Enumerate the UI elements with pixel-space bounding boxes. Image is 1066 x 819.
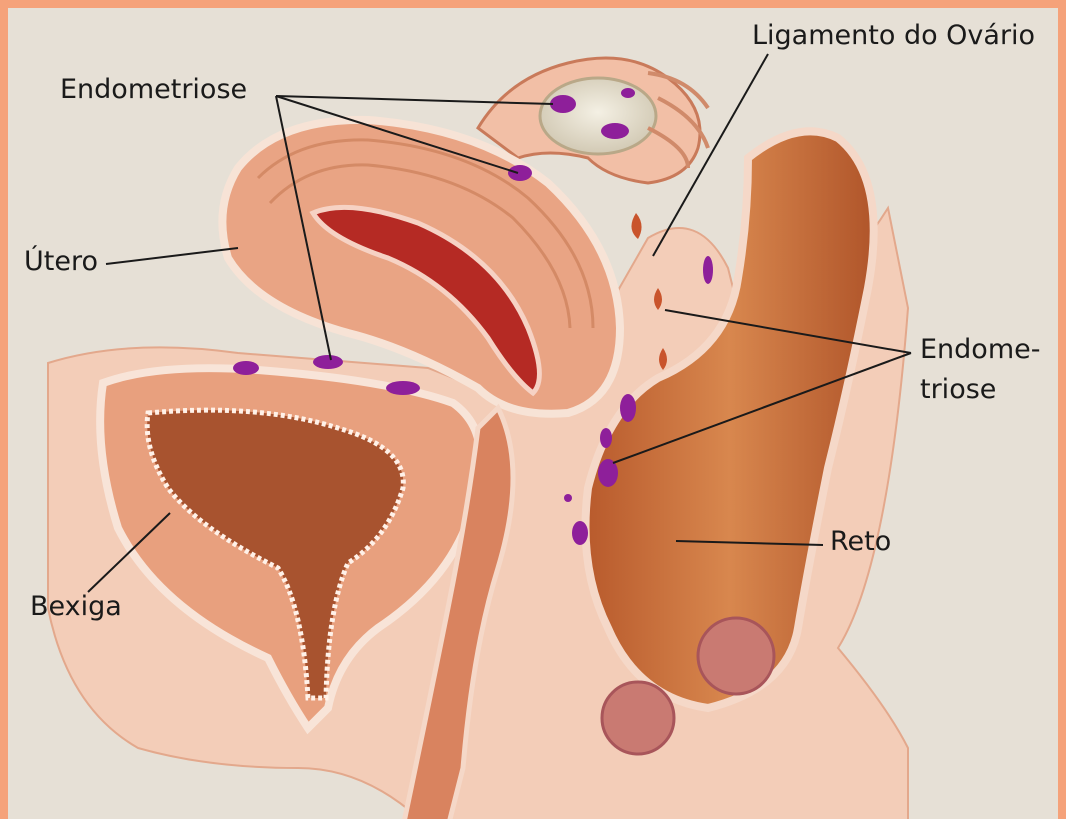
label-endometriose-right-line2: triose: [920, 374, 996, 406]
anal-sphincter-right: [698, 618, 774, 694]
pelvic-anatomy-illustration: [8, 8, 1066, 819]
ovary: [540, 78, 656, 154]
label-endometriose-top: Endometriose: [60, 74, 247, 106]
label-bexiga: Bexiga: [30, 591, 122, 623]
leader-utero: [106, 248, 238, 264]
label-ligamento-ovario: Ligamento do Ovário: [752, 20, 1035, 52]
anal-sphincter-left: [602, 682, 674, 754]
label-reto: Reto: [830, 526, 891, 558]
label-endometriose-right-line1: Endome-: [920, 334, 1041, 366]
label-utero: Útero: [24, 246, 98, 278]
